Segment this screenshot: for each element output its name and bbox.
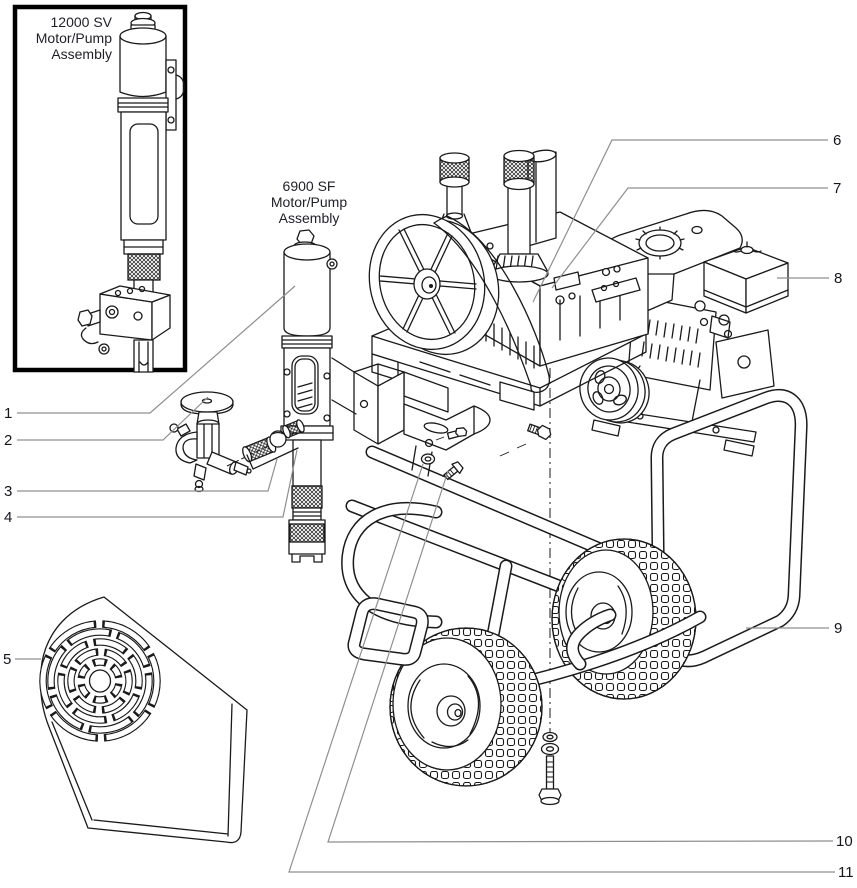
callout-3: 3: [4, 483, 13, 500]
callout-8: 8: [834, 270, 843, 287]
callout-9: 9: [834, 620, 843, 637]
cart-frame-illustration: [341, 363, 808, 787]
callout-4: 4: [4, 509, 13, 526]
axle-bolt-washers: [538, 731, 562, 806]
callout-6: 6: [833, 132, 842, 149]
pump-6900-assembly-label: 6900 SF Motor/Pump Assembly: [270, 178, 348, 226]
motor-pump-assembly-illustration: [368, 149, 649, 411]
callout-1: 1: [4, 405, 13, 422]
pump-6900-illustration: [280, 229, 357, 563]
valve-illustration: [169, 391, 252, 493]
pump-mount-bracket: [353, 363, 491, 477]
inset-pump-illustration: [77, 11, 185, 373]
inset-box: [12, 4, 188, 373]
callout-leader-lines: [15, 139, 835, 873]
callout-10: 10: [836, 833, 853, 850]
fan-grille: [39, 620, 161, 742]
callout-7: 7: [833, 180, 842, 197]
bracket-washer: [420, 453, 436, 465]
front-wheel: [389, 627, 543, 787]
bracket-bolt: [499, 423, 552, 457]
callout-11: 11: [838, 864, 854, 881]
callout-5: 5: [3, 651, 12, 668]
belt-guard-illustration: [39, 596, 248, 844]
callout-2: 2: [4, 432, 13, 449]
bracket-pin: [424, 427, 468, 448]
inset-assembly-label: 12000 SV Motor/Pump Assembly: [35, 14, 112, 62]
fittings-illustration: [226, 419, 306, 470]
